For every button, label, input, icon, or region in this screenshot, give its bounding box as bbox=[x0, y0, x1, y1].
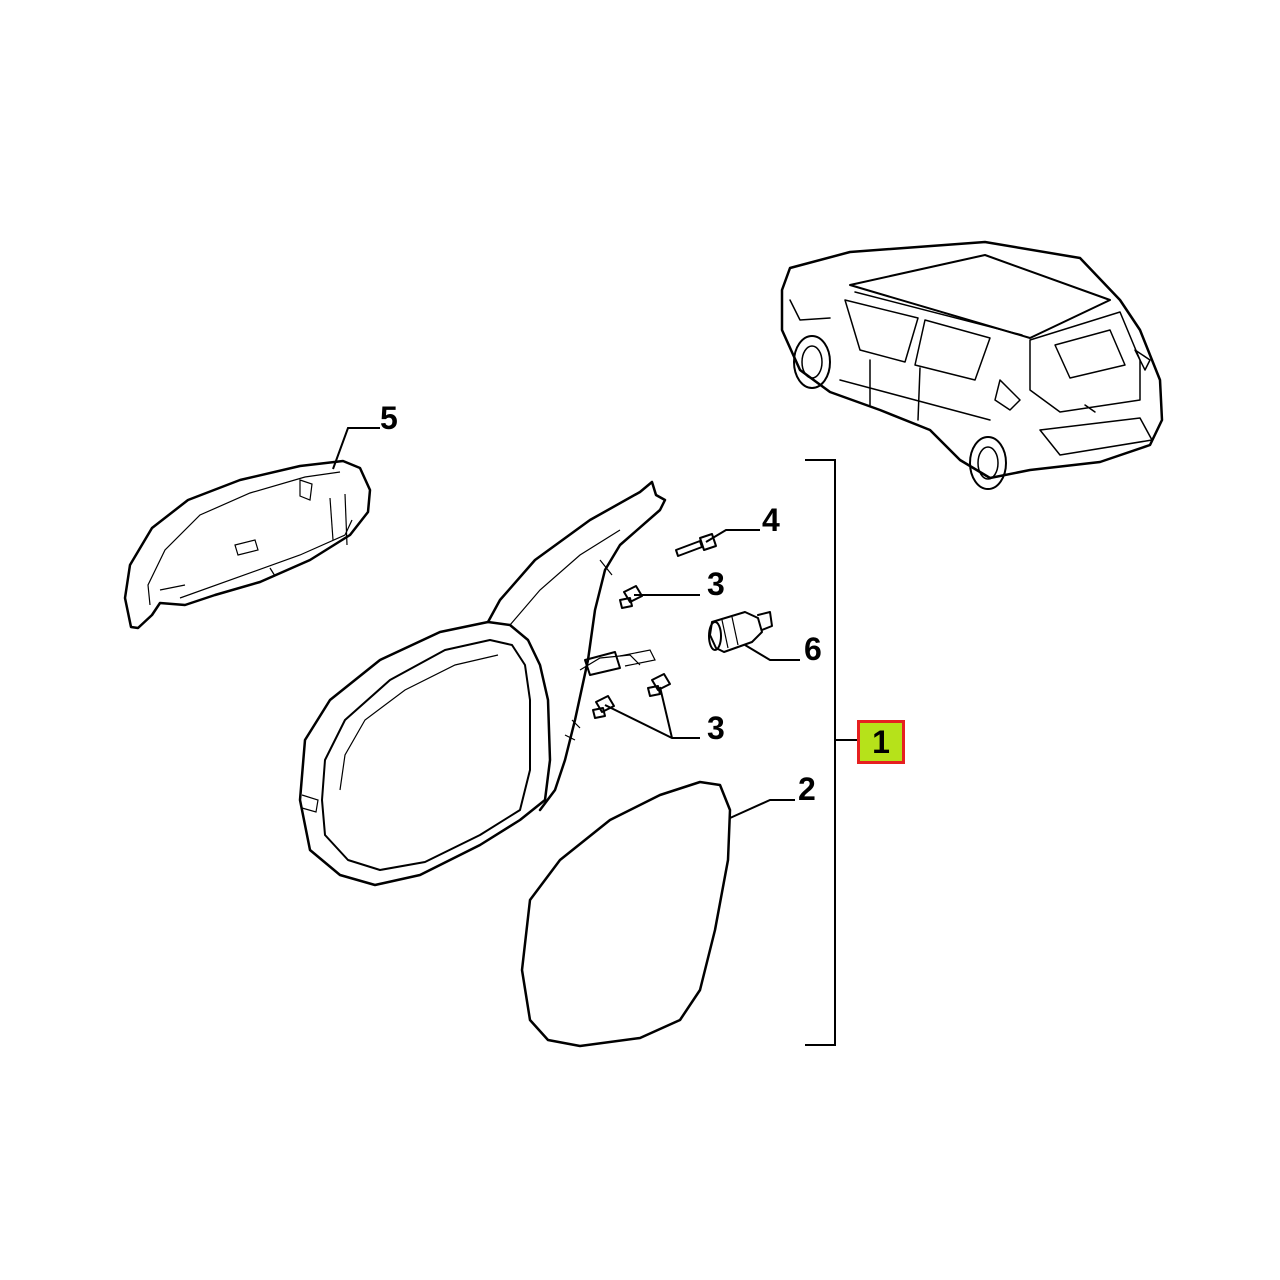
callout-1-label: 1 bbox=[872, 723, 890, 760]
callout-3-lower: 3 bbox=[707, 710, 725, 746]
screw-lower-right bbox=[647, 673, 671, 697]
mirror-cover-cap bbox=[123, 459, 372, 630]
screw-upper bbox=[619, 585, 643, 609]
callout-1-highlight: 1 bbox=[857, 720, 905, 764]
screw-lower-left bbox=[592, 695, 615, 719]
mirror-housing bbox=[298, 480, 667, 887]
bolt bbox=[675, 533, 717, 557]
callout-2: 2 bbox=[798, 771, 816, 807]
assembly-bracket bbox=[805, 459, 857, 1046]
car-overview-illustration bbox=[780, 240, 1164, 490]
grommet bbox=[708, 611, 773, 653]
callout-5: 5 bbox=[380, 400, 398, 436]
mirror-glass bbox=[520, 780, 732, 1048]
callout-3-upper: 3 bbox=[707, 566, 725, 602]
callout-4: 4 bbox=[762, 502, 780, 538]
leader-lines bbox=[332, 427, 800, 819]
callout-6: 6 bbox=[804, 631, 822, 667]
